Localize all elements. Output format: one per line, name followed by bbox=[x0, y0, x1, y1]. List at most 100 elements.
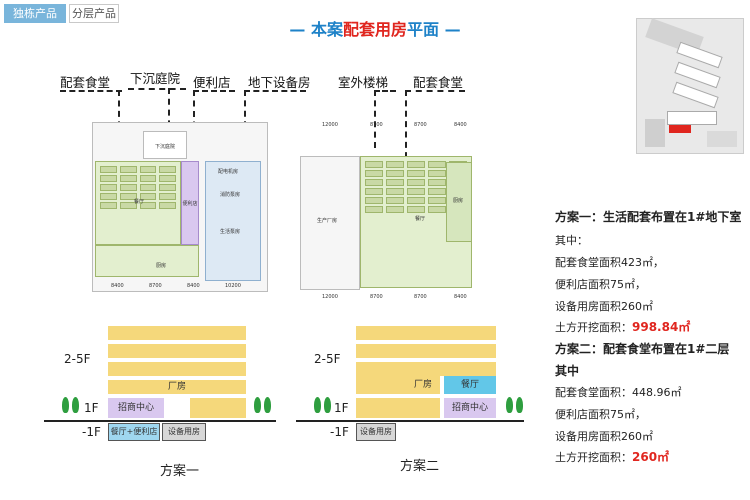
ground-line bbox=[296, 420, 524, 422]
option1-caption: 方案一 bbox=[160, 464, 200, 479]
earthwork-value: 998.84㎡ bbox=[632, 320, 691, 334]
tree-icon bbox=[324, 397, 331, 413]
dimension-label: 8400 bbox=[454, 122, 467, 128]
option1-title: 方案一：生活配套布置在1#地下室 bbox=[555, 210, 742, 224]
dimension-label: 8700 bbox=[414, 122, 427, 128]
tree-icon bbox=[254, 397, 261, 413]
site-map-thumbnail bbox=[636, 18, 744, 154]
reception-box-1: 招商中心 bbox=[108, 398, 164, 418]
fire-pump-label: 消防泵房 bbox=[220, 192, 241, 198]
floor-label-1f: 1F bbox=[334, 401, 349, 415]
tree-icon bbox=[314, 397, 321, 413]
option2-shop-area: 便利店面积75㎡， bbox=[555, 408, 646, 421]
callout-line bbox=[405, 90, 407, 210]
option2-earthwork: 土方开挖面积：260㎡ bbox=[555, 448, 669, 465]
workshop-area: 生产厂房 bbox=[300, 156, 360, 290]
reception-label: 招商中心 bbox=[451, 403, 488, 413]
basement-equipment-box-1: 设备用房 bbox=[162, 423, 206, 441]
earthwork-label: 土方开挖面积： bbox=[555, 321, 632, 334]
canteen-label: 餐厅 bbox=[460, 380, 479, 390]
option2-subheading: 其中 bbox=[555, 364, 580, 378]
shop-label: 便利店 bbox=[182, 201, 198, 207]
callout-canteen-2: 配套食堂 bbox=[413, 75, 464, 90]
floor-label-2-5f: 2-5F bbox=[64, 352, 91, 366]
floor-bar bbox=[190, 398, 246, 418]
option2-title: 方案二：配套食堂布置在1#二层 bbox=[555, 342, 730, 356]
factory-label: 厂房 bbox=[413, 380, 432, 390]
callout-canteen-1: 配套食堂 bbox=[60, 75, 111, 90]
callout-basement-equipment: 地下设备房 bbox=[248, 75, 311, 90]
dimension-label: 8400 bbox=[454, 294, 467, 300]
title-highlight: 配套用房 bbox=[342, 20, 407, 39]
option1-shop-area: 便利店面积75㎡， bbox=[555, 278, 646, 291]
callout-line bbox=[128, 88, 186, 90]
floor-plan-option1: 下沉庭院 餐厅 便利店 配电机房 消防泵房 生活泵房 厨房 8400 8700 … bbox=[92, 122, 268, 292]
kitchen-label: 厨房 bbox=[156, 263, 167, 269]
floor-label-2-5f: 2-5F bbox=[314, 352, 341, 366]
floor-bar bbox=[356, 362, 496, 376]
factory-bar: 厂房 bbox=[356, 376, 440, 394]
kitchen-label: 厨房 bbox=[453, 198, 464, 204]
tab-layered-product[interactable]: 分层产品 bbox=[69, 4, 119, 23]
floor-label-b1: -1F bbox=[82, 425, 101, 439]
power-room-label: 配电机房 bbox=[218, 169, 239, 175]
basement-equipment-label: 设备用房 bbox=[168, 427, 200, 436]
reception-label: 招商中心 bbox=[117, 403, 154, 413]
factory-label: 厂房 bbox=[167, 382, 186, 392]
floor-bar bbox=[108, 344, 246, 358]
sunken-courtyard-area: 下沉庭院 bbox=[143, 131, 187, 159]
tree-icon bbox=[516, 397, 523, 413]
option1-equipment-area: 设备用房面积260㎡ bbox=[555, 300, 653, 313]
callout-line bbox=[374, 90, 376, 148]
callout-line bbox=[374, 90, 396, 92]
water-pump-label: 生活泵房 bbox=[220, 229, 241, 235]
dimension-label: 8700 bbox=[370, 122, 383, 128]
factory-bar: 厂房 bbox=[108, 380, 246, 394]
dimension-label: 8700 bbox=[414, 294, 427, 300]
title-suffix: 平面 — bbox=[407, 20, 461, 39]
floor-label-b1: -1F bbox=[330, 425, 349, 439]
earthwork-label: 土方开挖面积： bbox=[555, 451, 632, 464]
reception-box-2: 招商中心 bbox=[444, 398, 496, 418]
option1-earthwork: 土方开挖面积：998.84㎡ bbox=[555, 318, 690, 335]
earthwork-value: 260㎡ bbox=[632, 450, 670, 464]
canteen-label: 餐厅 bbox=[134, 199, 145, 205]
callout-line bbox=[244, 90, 306, 92]
dimension-label: 12000 bbox=[322, 122, 338, 128]
callout-line bbox=[193, 90, 235, 92]
option1-subheading: 其中： bbox=[555, 234, 588, 247]
callout-convenience-store: 便利店 bbox=[193, 75, 231, 90]
basement-canteen-store-label: 餐厅+便利店 bbox=[110, 427, 158, 436]
canteen-label: 餐厅 bbox=[415, 216, 426, 222]
equipment-area: 配电机房 消防泵房 生活泵房 bbox=[205, 161, 261, 281]
floor-plan-option2: 12000 8700 8700 8400 生产厂房 餐厅 厨房 12000 87… bbox=[296, 118, 496, 300]
floor-bar bbox=[108, 362, 246, 376]
dimension-label: 10200 bbox=[225, 283, 241, 289]
callout-line bbox=[60, 90, 122, 92]
tree-icon bbox=[264, 397, 271, 413]
basement-canteen-store-box: 餐厅+便利店 bbox=[108, 423, 160, 441]
kitchen-area-plan1: 厨房 bbox=[95, 245, 199, 277]
ground-line bbox=[44, 420, 276, 422]
basement-equipment-box-2: 设备用房 bbox=[356, 423, 396, 441]
callout-line bbox=[405, 90, 465, 92]
dimension-label: 8400 bbox=[111, 283, 124, 289]
convenience-store-area: 便利店 bbox=[181, 161, 199, 245]
tree-icon bbox=[506, 397, 513, 413]
option2-caption: 方案二 bbox=[400, 459, 440, 474]
page-title: — 本案配套用房平面 — bbox=[0, 16, 750, 40]
tab-standalone-product[interactable]: 独栋产品 bbox=[4, 4, 66, 23]
title-prefix: — 本案 bbox=[289, 20, 343, 39]
floor-label-1f: 1F bbox=[84, 401, 99, 415]
callout-line bbox=[168, 88, 170, 148]
dimension-label: 8400 bbox=[187, 283, 200, 289]
kitchen-area-plan2: 厨房 bbox=[446, 162, 472, 242]
canteen-box-2: 餐厅 bbox=[444, 376, 496, 394]
callout-outdoor-stairs: 室外楼梯 bbox=[338, 75, 389, 90]
dimension-label: 12000 bbox=[322, 294, 338, 300]
highlighted-building bbox=[669, 125, 691, 133]
dimension-label: 8700 bbox=[149, 283, 162, 289]
tree-icon bbox=[62, 397, 69, 413]
canteen-area-plan1: 餐厅 bbox=[95, 161, 181, 245]
callout-sunken-courtyard: 下沉庭院 bbox=[130, 71, 181, 86]
